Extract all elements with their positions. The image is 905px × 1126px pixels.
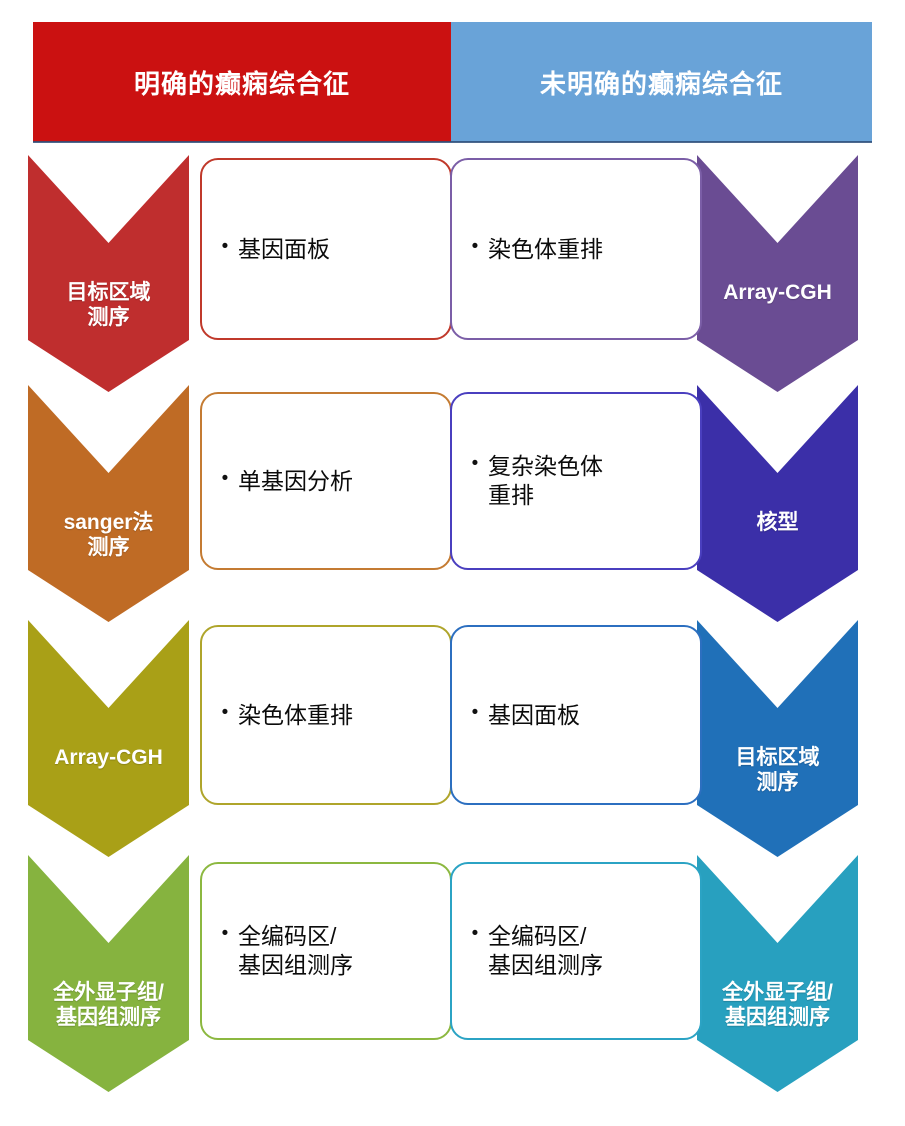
diagram-row: 全外显子组/ 基因组测序 • 全编码区/ 基因组测序 全外显子组/ 基因组测序 • 全编… (0, 855, 905, 1092)
info-box-text: 全编码区/ 基因组测序 (238, 923, 353, 978)
info-box-text: 全编码区/ 基因组测序 (488, 923, 603, 978)
chevron-arrow-right-row1[interactable]: Array-CGH (697, 155, 858, 392)
chevron-arrow-left-row1[interactable]: 目标区域 测序 (28, 155, 189, 392)
bullet-icon: • (471, 701, 479, 723)
info-box-text: 基因面板 (488, 701, 580, 728)
bullet-icon: • (471, 923, 479, 945)
bullet-icon: • (221, 235, 229, 257)
column-header-undefined-label: 未明确的癫痫综合征 (539, 68, 783, 99)
chevron-arrow-right-row4[interactable]: 全外显子组/ 基因组测序 (697, 855, 858, 1092)
info-box-left-row3[interactable]: • 染色体重排 (200, 625, 452, 805)
bullet-icon: • (471, 235, 479, 257)
bullet-icon: • (471, 453, 479, 475)
info-box-text: 染色体重排 (488, 235, 603, 262)
info-box-text: 复杂染色体 重排 (488, 453, 603, 508)
column-header-bar: 明确的癫痫综合征 未明确的癫痫综合征 (33, 22, 872, 142)
diagram-row: sanger法 测序 • 单基因分析 核型 • 复杂染色体 重排 (0, 385, 905, 622)
header-underline (33, 141, 872, 143)
info-box-right-row1[interactable]: • 染色体重排 (450, 158, 702, 340)
column-header-defined-label: 明确的癫痫综合征 (133, 68, 350, 99)
info-box-text: 基因面板 (238, 235, 330, 262)
chevron-arrow-left-row4[interactable]: 全外显子组/ 基因组测序 (28, 855, 189, 1092)
info-box-right-row4[interactable]: • 全编码区/ 基因组测序 (450, 862, 702, 1040)
bullet-icon: • (221, 467, 229, 489)
diagram-row: 目标区域 测序 • 基因面板 Array-CGH • 染色体重排 (0, 155, 905, 392)
bullet-icon: • (221, 923, 229, 945)
chevron-arrow-right-row3[interactable]: 目标区域 测序 (697, 620, 858, 857)
diagram-row: Array-CGH • 染色体重排 目标区域 测序 • 基因面板 (0, 620, 905, 857)
chevron-arrow-left-row3[interactable]: Array-CGH (28, 620, 189, 857)
chevron-arrow-right-row2[interactable]: 核型 (697, 385, 858, 622)
bullet-icon: • (221, 701, 229, 723)
info-box-text: 染色体重排 (238, 701, 353, 728)
info-box-left-row2[interactable]: • 单基因分析 (200, 392, 452, 570)
chevron-arrow-left-row2[interactable]: sanger法 测序 (28, 385, 189, 622)
info-box-left-row4[interactable]: • 全编码区/ 基因组测序 (200, 862, 452, 1040)
column-header-defined: 明确的癫痫综合征 (33, 22, 451, 142)
column-header-undefined: 未明确的癫痫综合征 (451, 22, 872, 142)
info-box-right-row2[interactable]: • 复杂染色体 重排 (450, 392, 702, 570)
info-box-right-row3[interactable]: • 基因面板 (450, 625, 702, 805)
info-box-text: 单基因分析 (238, 467, 353, 494)
info-box-left-row1[interactable]: • 基因面板 (200, 158, 452, 340)
